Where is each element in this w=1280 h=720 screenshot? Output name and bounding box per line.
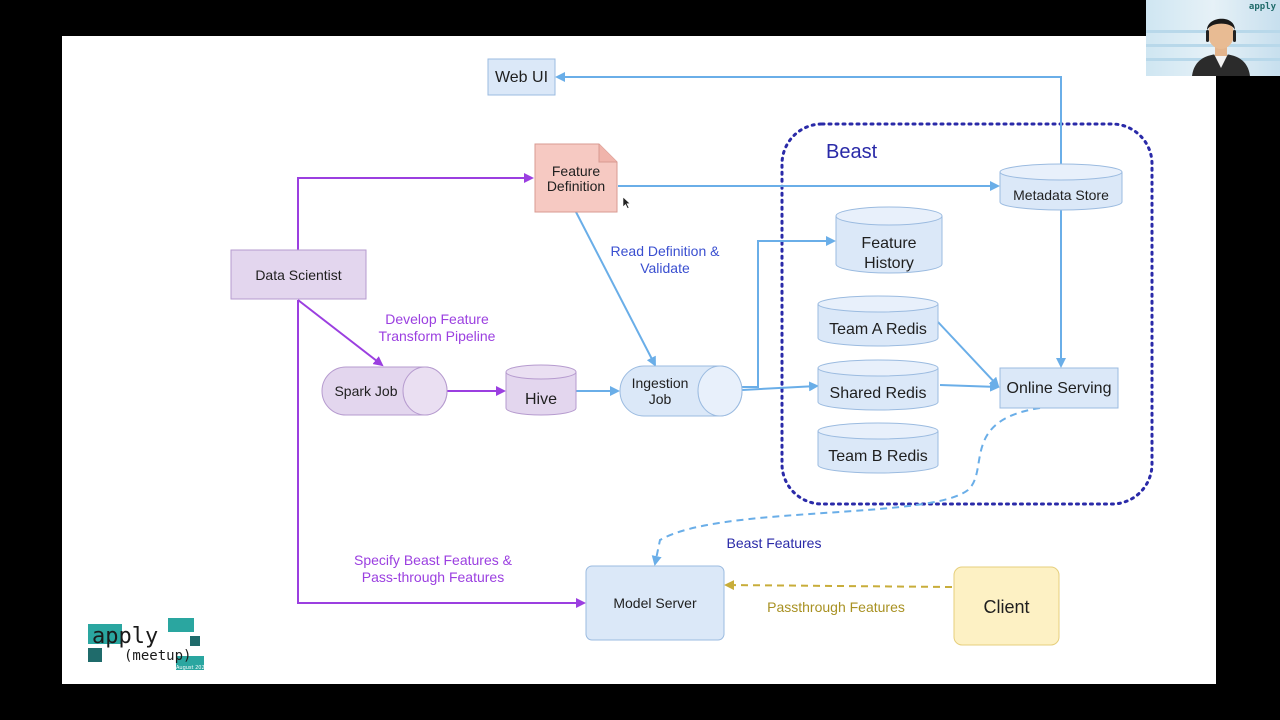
node-web-ui: Web UI (487, 58, 556, 96)
client-label: Client (983, 597, 1029, 617)
apply-meetup-logo: apply (meetup) August 2021 (86, 616, 210, 674)
web-ui-label: Web UI (495, 69, 548, 86)
hive-label: Hive (525, 391, 557, 408)
beast-region (780, 122, 1154, 506)
presenter-video (1192, 18, 1250, 76)
webcam-badge: apply (1248, 2, 1276, 12)
node-model-server: Model Server (585, 565, 725, 641)
spark-job-label: Spark Job (334, 383, 397, 399)
node-hive: Hive (505, 364, 577, 416)
beast-features-label: Beast Features (727, 535, 822, 551)
shared-redis-label: Shared Redis (830, 385, 927, 402)
edge-shared-to-online (939, 381, 1000, 392)
metadata-store-label: Metadata Store (1013, 187, 1109, 203)
node-ingestion-job: Ingestion Job (619, 365, 743, 417)
edge-ingestion-to-history (742, 236, 836, 388)
specify-features-label-2: Pass-through Features (362, 569, 504, 585)
webcam-thumbnail: apply (1146, 0, 1280, 76)
develop-feature-label-2: Transform Pipeline (379, 328, 496, 344)
logo-date: August 2021 (176, 665, 208, 671)
node-data-scientist: Data Scientist (230, 249, 367, 300)
feature-definition-label-1: Feature (552, 163, 600, 179)
edge-scientist-to-spark (297, 299, 384, 367)
team-a-redis-label: Team A Redis (829, 321, 927, 338)
edge-featuredef-to-ingestion (575, 211, 656, 367)
edge-teama-to-online (937, 321, 1000, 388)
node-spark-job: Spark Job (321, 366, 448, 416)
node-shared-redis: Shared Redis (817, 359, 939, 411)
beast-label: Beast (826, 141, 878, 163)
online-serving-label: Online Serving (1007, 380, 1112, 397)
edge-online-to-model (651, 407, 1041, 566)
logo-meetup: (meetup) (124, 648, 191, 664)
model-server-label: Model Server (613, 595, 697, 611)
edge-scientist-to-featuredef (297, 173, 534, 250)
mouse-cursor-icon (622, 196, 631, 209)
node-team-a-redis: Team A Redis (817, 295, 939, 347)
ingestion-job-label-1: Ingestion (632, 375, 689, 391)
read-definition-label-1: Read Definition & (611, 243, 721, 259)
logo-apply: apply (92, 624, 158, 649)
feature-definition-label-2: Definition (547, 178, 605, 194)
develop-feature-label-1: Develop Feature (385, 311, 489, 327)
node-feature-history: Feature History (835, 206, 943, 274)
edge-ingestion-to-shared (741, 381, 819, 392)
passthrough-features-label: Passthrough Features (767, 599, 905, 615)
node-feature-definition: Feature Definition (534, 143, 618, 213)
data-scientist-label: Data Scientist (255, 267, 341, 283)
team-b-redis-label: Team B Redis (828, 448, 928, 465)
node-metadata-store: Metadata Store (999, 163, 1123, 211)
read-definition-label-2: Validate (640, 260, 690, 276)
node-online-serving: Online Serving (999, 367, 1119, 409)
edge-metadata-to-webui (555, 72, 1062, 165)
node-team-b-redis: Team B Redis (817, 422, 939, 474)
ingestion-job-label-2: Job (649, 391, 672, 407)
node-client: Client (953, 566, 1060, 646)
edge-scientist-to-model (297, 300, 586, 608)
edge-client-to-model (724, 580, 953, 591)
feature-history-label-2: History (864, 255, 914, 272)
specify-features-label-1: Specify Beast Features & (354, 552, 513, 568)
feature-history-label-1: Feature (861, 235, 916, 252)
